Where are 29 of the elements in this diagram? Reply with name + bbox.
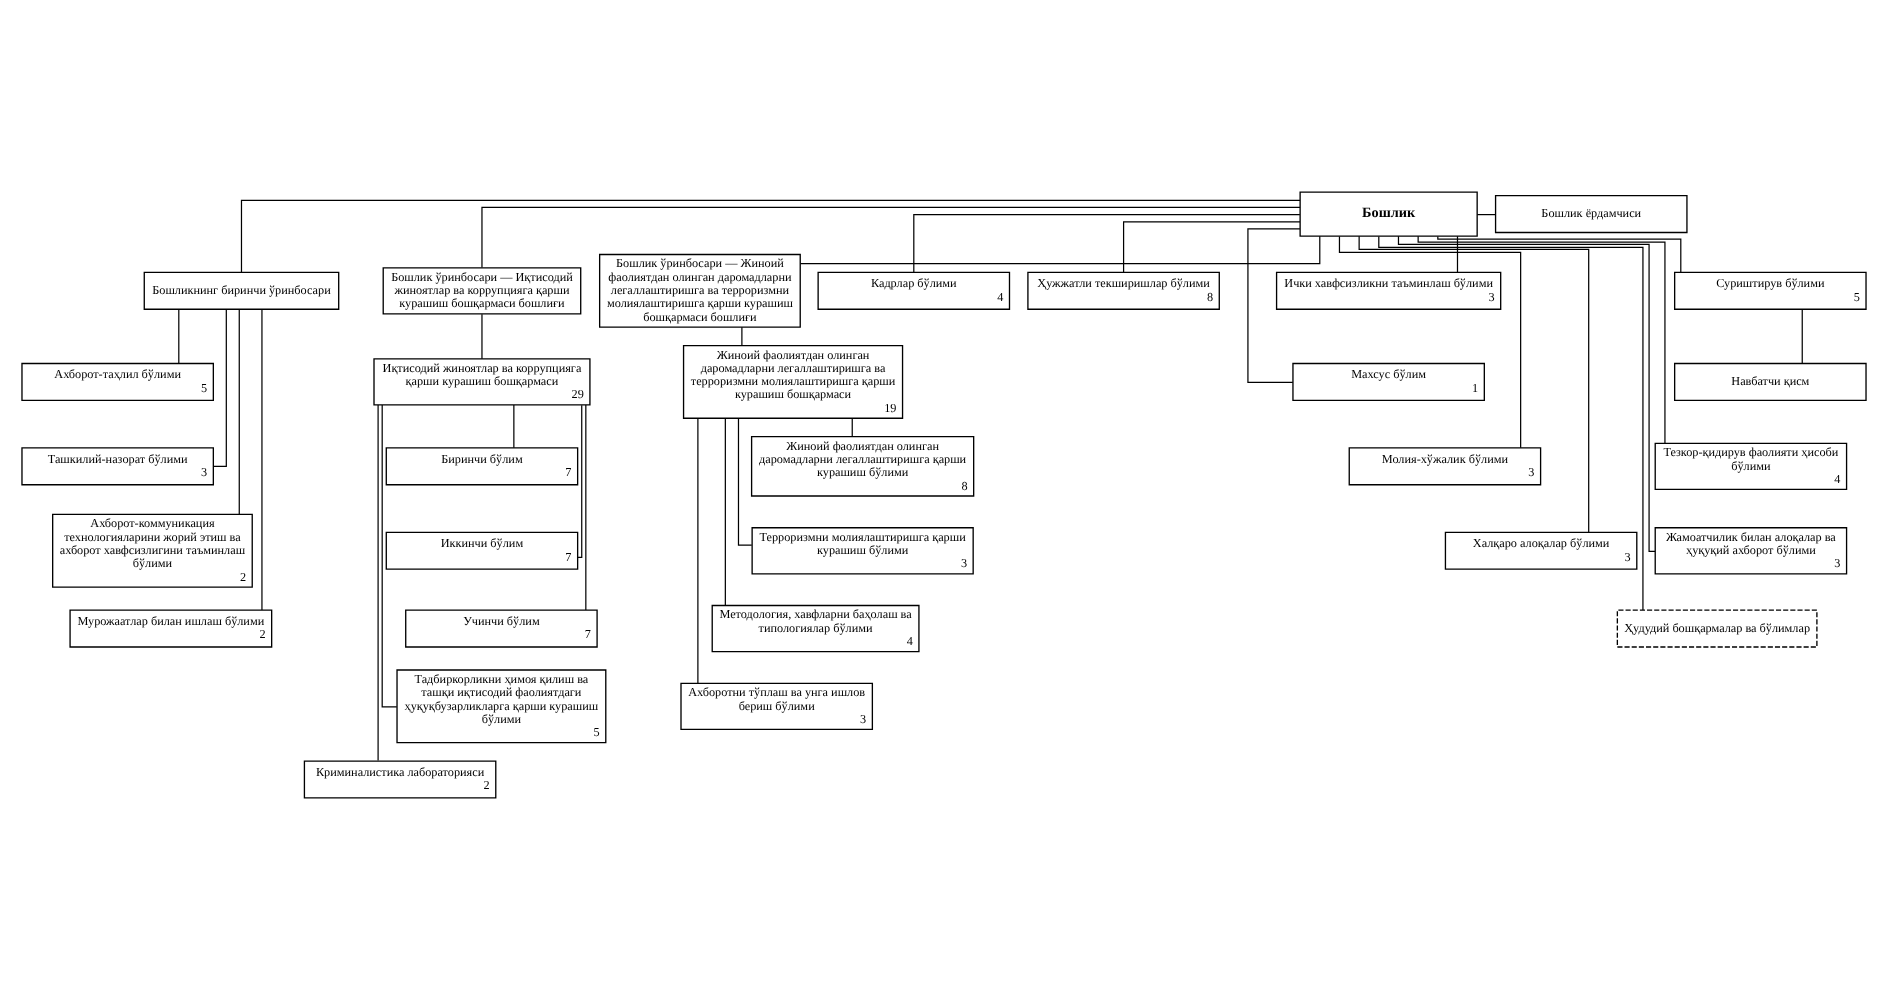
connector [697, 417, 699, 684]
connector [799, 235, 1321, 265]
connector [741, 326, 743, 346]
connector [577, 404, 583, 559]
connector [178, 308, 180, 364]
connector [585, 404, 587, 611]
connector [1456, 235, 1459, 273]
connector [481, 206, 1301, 269]
connector [1338, 235, 1522, 449]
connector [240, 199, 1301, 273]
connector [724, 417, 726, 606]
connector [1122, 221, 1301, 273]
connector [1437, 235, 1682, 273]
connector [1358, 235, 1590, 533]
connector [481, 313, 483, 360]
connector [238, 308, 240, 516]
connector [1397, 235, 1656, 552]
connector [1378, 235, 1644, 611]
connector [737, 417, 753, 546]
connector [1801, 308, 1803, 364]
connector [261, 308, 263, 611]
connector [913, 214, 1301, 273]
connector [377, 404, 379, 762]
connector [1476, 214, 1497, 216]
connector [1417, 235, 1666, 444]
connector [513, 404, 515, 449]
connector [1247, 228, 1301, 384]
connector [212, 308, 227, 467]
connector [381, 404, 398, 708]
